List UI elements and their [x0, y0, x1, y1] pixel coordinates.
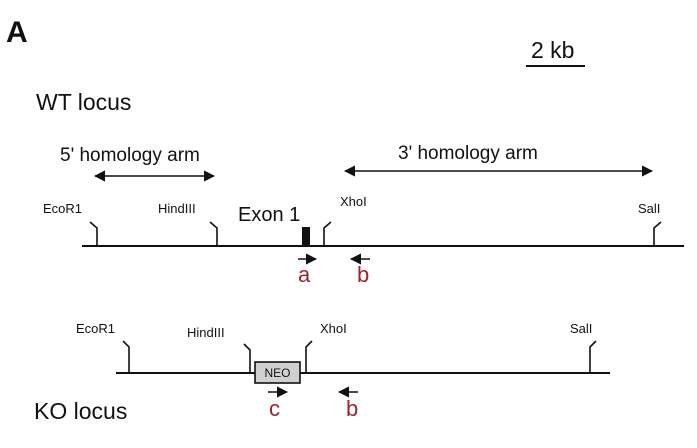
wt-site-sali-label: SalI: [638, 201, 660, 216]
ko-site-hindiii-label: HindIII: [187, 325, 225, 340]
wt-site-xhoi-tick: [323, 221, 332, 246]
ko-site-sali-tick: [589, 340, 597, 373]
primer-b-ko-label: b: [346, 396, 358, 421]
ko-locus-title: KO locus: [34, 398, 127, 424]
wt-site-xhoi-label: XhoI: [340, 194, 367, 209]
ko-site-sali-label: SalI: [570, 321, 592, 336]
wt-exon1-label: Exon 1: [238, 204, 300, 226]
ko-site-hindiii-tick: [243, 343, 251, 373]
scale-bar-label: 2 kb: [531, 37, 574, 63]
wt-site-ecor1-label: EcoR1: [43, 201, 82, 216]
wt-site-ecor1-tick: [89, 221, 98, 246]
ko-site-ecor1-tick: [122, 340, 130, 373]
wt-locus-title: WT locus: [36, 89, 131, 115]
primer-a-label: a: [298, 262, 311, 287]
wt-site-sali-tick: [653, 221, 662, 246]
wt-5prime-arm-label: 5' homology arm: [60, 145, 200, 166]
wt-site-hindiii-label: HindIII: [158, 201, 196, 216]
panel-label: A: [6, 16, 28, 49]
wt-exon1-box: [302, 227, 310, 246]
ko-site-xhoi-label: XhoI: [320, 321, 347, 336]
wt-site-hindiii-tick: [209, 221, 218, 246]
ko-site-ecor1-label: EcoR1: [76, 321, 115, 336]
wt-3prime-arm-label: 3' homology arm: [398, 143, 538, 164]
neo-cassette-label: NEO: [264, 366, 290, 380]
neo-cassette-box: [254, 361, 301, 384]
ko-site-xhoi-tick: [305, 340, 313, 373]
primer-c-label: c: [269, 396, 280, 421]
primer-b-wt-label: b: [357, 262, 369, 287]
